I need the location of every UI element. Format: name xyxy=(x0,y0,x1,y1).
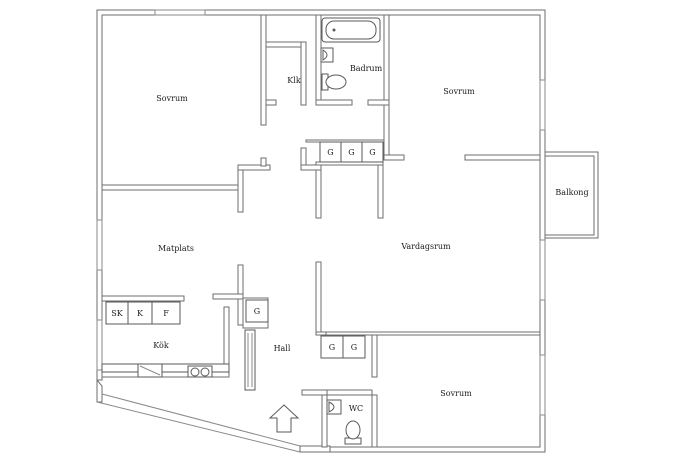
wardrobe-6 xyxy=(342,335,366,359)
room-label-toilet: WC xyxy=(349,404,363,413)
bathtub-icon xyxy=(321,17,381,43)
room-label-kitchen: Kök xyxy=(153,341,169,350)
appliance-label-freezer: F xyxy=(163,309,169,318)
freezer-box xyxy=(151,301,181,325)
outer-walls xyxy=(96,9,546,453)
wc-toilet-icon xyxy=(344,420,362,445)
windows xyxy=(96,9,546,416)
wardrobe-3 xyxy=(361,141,384,163)
room-label-bedroom-top-right: Sovrum xyxy=(443,87,475,96)
kitchen-appliances xyxy=(105,301,181,325)
room-label-bedroom-top-left: Sovrum xyxy=(156,94,188,103)
room-label-bathroom: Badrum xyxy=(350,64,383,73)
wardrobe-label-6: G xyxy=(351,343,357,352)
wardrobe-label-5: G xyxy=(329,343,335,352)
wardrobe-label-2: G xyxy=(348,148,354,157)
appliance-label-fridge: K xyxy=(137,309,144,318)
wardrobe-4 xyxy=(245,299,269,323)
arrow-up-icon xyxy=(268,404,300,433)
room-label-dining: Matplats xyxy=(158,244,194,253)
room-label-living-room: Vardagsrum xyxy=(400,242,451,251)
room-label-closet: Klk xyxy=(287,76,301,85)
wardrobe-label-1: G xyxy=(327,148,333,157)
kitchen-counter xyxy=(101,363,230,378)
stove-icon xyxy=(137,363,163,378)
toilet-icon xyxy=(321,73,347,91)
interior-walls xyxy=(101,14,541,448)
sink-icon xyxy=(187,365,213,378)
room-label-bedroom-bottom-right: Sovrum xyxy=(440,389,472,398)
balcony xyxy=(544,151,599,239)
room-label-hall: Hall xyxy=(274,344,291,353)
wc-washbasin-icon xyxy=(326,399,342,415)
washbasin-icon xyxy=(320,47,334,63)
wardrobes xyxy=(245,141,384,359)
wardrobe-label-4: G xyxy=(254,307,260,316)
room-label-balcony: Balkong xyxy=(555,188,588,197)
hall-rack xyxy=(244,329,256,391)
wardrobe-label-3: G xyxy=(369,148,375,157)
appliance-label-dishwasher: SK xyxy=(111,309,123,318)
